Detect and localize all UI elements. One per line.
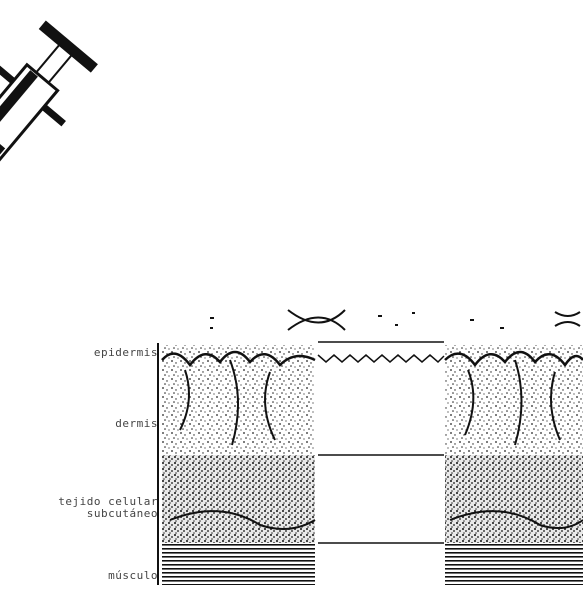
dermis-label: dermis <box>115 418 158 430</box>
tissue-block-right <box>445 345 583 585</box>
tissue-block-left <box>162 345 315 585</box>
subcutaneous-label: tejido celular subcutáneo <box>8 496 158 520</box>
layer-labels: epidermis dermis tejido celular subcután… <box>0 0 158 585</box>
muscle-label: músculo <box>108 570 158 582</box>
surface-marks <box>210 310 580 330</box>
epidermis-label: epidermis <box>94 347 158 359</box>
epidermis-boundary <box>318 355 444 362</box>
schematic-column <box>318 342 444 543</box>
